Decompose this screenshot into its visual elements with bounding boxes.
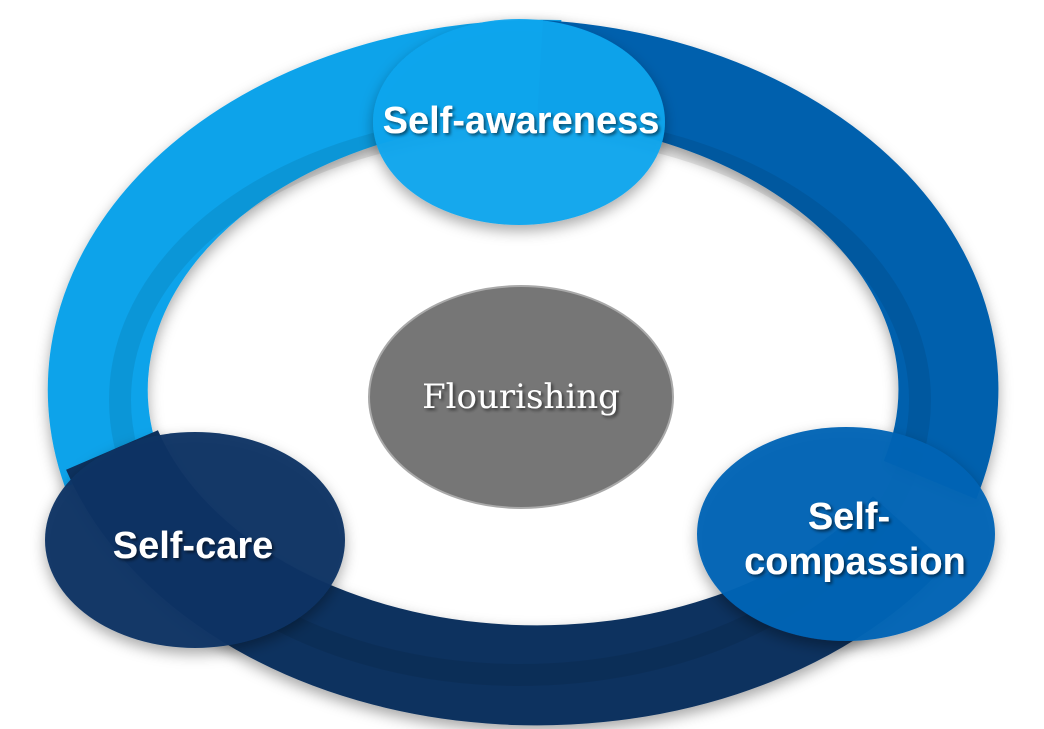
top-node-label: Self-awareness — [383, 100, 660, 142]
node-self-care — [45, 432, 345, 648]
left-node-label: Self-care — [113, 525, 274, 567]
node-self-awareness — [373, 19, 665, 225]
node-self-compassion — [697, 427, 995, 641]
left-node-ellipse — [45, 432, 345, 648]
right-node-ellipse — [697, 427, 995, 641]
top-node-ellipse — [373, 19, 665, 225]
right-node-label-line1: Self- — [808, 496, 890, 538]
center-label: Flourishing — [422, 377, 620, 417]
center-node: Flourishing — [368, 285, 674, 509]
right-node-label-line2: compassion — [744, 541, 966, 583]
center-ellipse — [368, 285, 674, 509]
